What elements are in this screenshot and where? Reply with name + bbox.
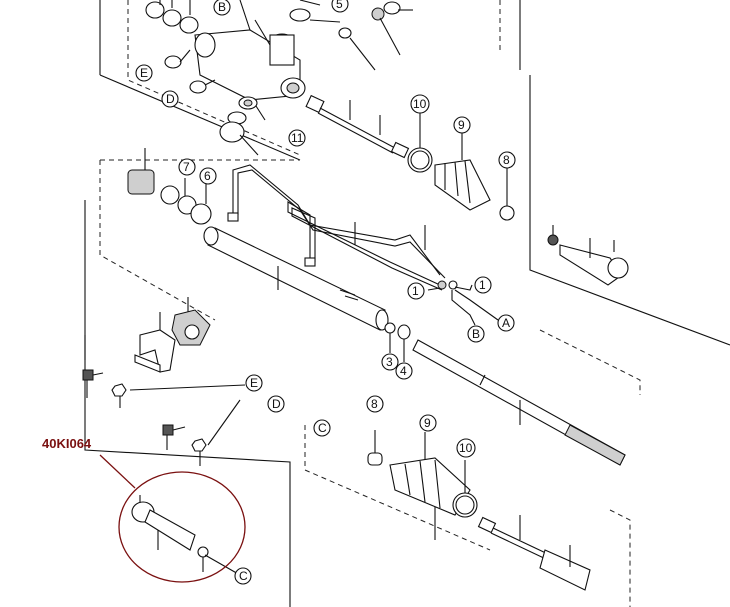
part-callout: 40KI064 [42, 436, 246, 583]
svg-text:C: C [239, 569, 248, 583]
upper-tie-rod-end [547, 225, 629, 286]
top-seal-stack [145, 0, 199, 34]
label-B-top: B [213, 0, 231, 16]
mounting-bracket [134, 297, 211, 373]
lower-boot-assembly [367, 430, 478, 518]
label-A: A [497, 314, 515, 332]
label-B-mid: B [467, 325, 485, 343]
upper-boot-assembly [407, 112, 515, 221]
lower-tie-rod-end [131, 495, 241, 576]
svg-text:10: 10 [459, 441, 473, 455]
label-11: 11 [288, 129, 306, 147]
callout-leader [99, 454, 136, 489]
label-10-bottom: 10 [456, 438, 476, 458]
label-C-bottom: C [234, 567, 252, 585]
svg-text:E: E [140, 66, 148, 80]
valve-housing [194, 0, 306, 101]
svg-text:9: 9 [458, 118, 465, 132]
bracket-bolts [82, 369, 246, 466]
label-10-top: 10 [410, 94, 430, 114]
svg-text:4: 4 [400, 364, 407, 378]
svg-text:8: 8 [503, 153, 510, 167]
svg-text:11: 11 [291, 131, 304, 145]
callout-circle [118, 471, 246, 583]
svg-text:B: B [218, 0, 226, 14]
svg-text:C: C [318, 421, 327, 435]
label-D-mid: D [267, 395, 285, 413]
callout-labels: 5 B E D 11 10 9 8 7 6 1 1 B A 3 4 E D 8 … [135, 0, 516, 585]
svg-text:D: D [166, 92, 175, 106]
svg-text:7: 7 [183, 160, 190, 174]
label-1-right: 1 [474, 276, 492, 294]
label-8-bottom: 8 [366, 395, 384, 413]
svg-text:D: D [272, 397, 281, 411]
housing-fasteners [164, 49, 266, 156]
fitting-parts [427, 280, 499, 326]
left-seal-stack [127, 148, 212, 225]
svg-text:1: 1 [479, 278, 486, 292]
label-6: 6 [199, 167, 217, 185]
svg-text:1: 1 [412, 284, 419, 298]
label-4: 4 [395, 362, 413, 380]
svg-text:B: B [472, 327, 480, 341]
label-D-top: D [161, 90, 179, 108]
label-7: 7 [178, 158, 196, 176]
label-3: 3 [381, 353, 399, 371]
label-E-top: E [135, 64, 153, 82]
svg-text:9: 9 [424, 416, 431, 430]
rack-housing-tube [203, 226, 389, 331]
label-5: 5 [331, 0, 349, 13]
part-code-label: 40KI064 [42, 436, 92, 451]
svg-text:E: E [250, 376, 258, 390]
svg-text:10: 10 [413, 97, 427, 111]
label-C-mid: C [313, 419, 331, 437]
svg-text:A: A [502, 316, 510, 330]
svg-text:3: 3 [386, 355, 393, 369]
hydraulic-lines [227, 164, 446, 291]
tube-end-washers [384, 322, 411, 362]
label-9-top: 9 [453, 116, 471, 134]
label-E-mid: E [245, 374, 263, 392]
svg-text:8: 8 [371, 397, 378, 411]
label-1-left: 1 [407, 282, 425, 300]
lower-inner-tie-rod [477, 515, 591, 591]
svg-text:6: 6 [204, 169, 211, 183]
upper-small-parts [289, 0, 413, 71]
svg-text:5: 5 [336, 0, 343, 11]
label-9-bottom: 9 [419, 414, 437, 432]
rack-bar [412, 339, 626, 466]
upper-inner-tie-rod [305, 94, 410, 159]
boundary-lines [84, 0, 730, 607]
label-8-top: 8 [498, 151, 516, 169]
